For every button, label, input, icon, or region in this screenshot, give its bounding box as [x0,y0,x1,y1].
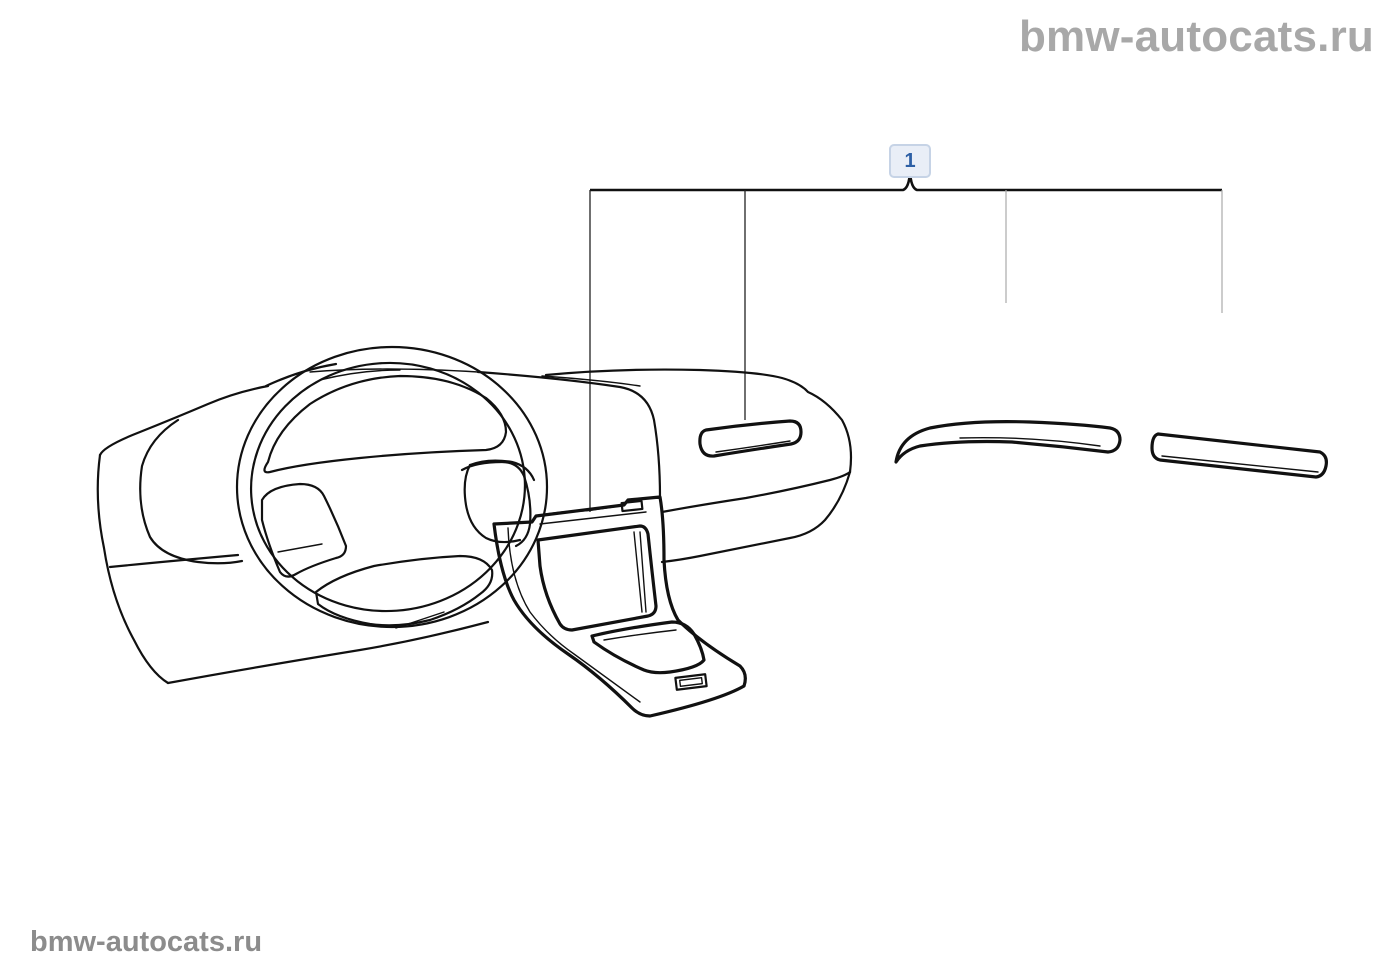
dashboard-outline [96,362,853,685]
callout-leader-group [589,171,1223,512]
watermark-bottom: bmw-autocats.ru [30,926,263,958]
air-vent-trim [698,419,803,458]
callout-badge-1[interactable]: 1 [889,144,931,178]
trim-strip-right [1150,432,1328,479]
center-console-trim [492,495,747,718]
trim-strip-left [894,420,1122,464]
steering-wheel [235,345,549,629]
watermark-top: bmw-autocats.ru [1018,12,1374,61]
